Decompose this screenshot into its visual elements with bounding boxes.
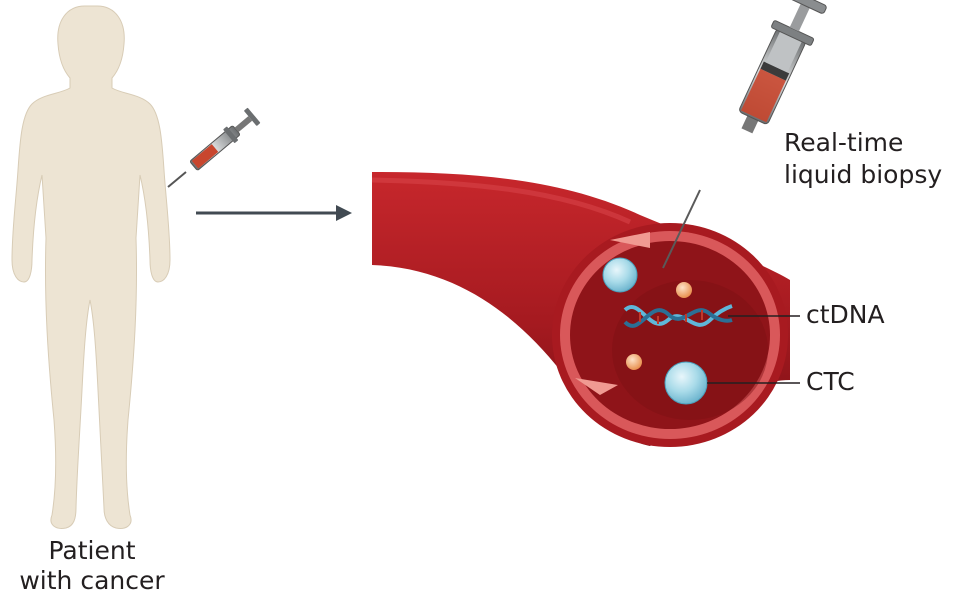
biopsy-label-line1: Real-time	[784, 128, 903, 158]
ctc-label: CTC	[806, 367, 855, 397]
blood-particle-small-top	[676, 282, 692, 298]
small-syringe-icon	[168, 108, 260, 187]
flow-arrow	[196, 205, 352, 221]
patient-figure	[12, 6, 170, 528]
patient-body	[12, 6, 170, 528]
circulating-tumor-cell-top	[603, 258, 637, 292]
blood-particle-small-bottom	[626, 354, 642, 370]
circulating-tumor-cell	[665, 362, 707, 404]
ctdna-label: ctDNA	[806, 300, 885, 330]
patient-label-line1: Patient	[0, 536, 184, 566]
biopsy-label-line2: liquid biopsy	[784, 160, 942, 190]
patient-label-line2: with cancer	[0, 566, 184, 596]
